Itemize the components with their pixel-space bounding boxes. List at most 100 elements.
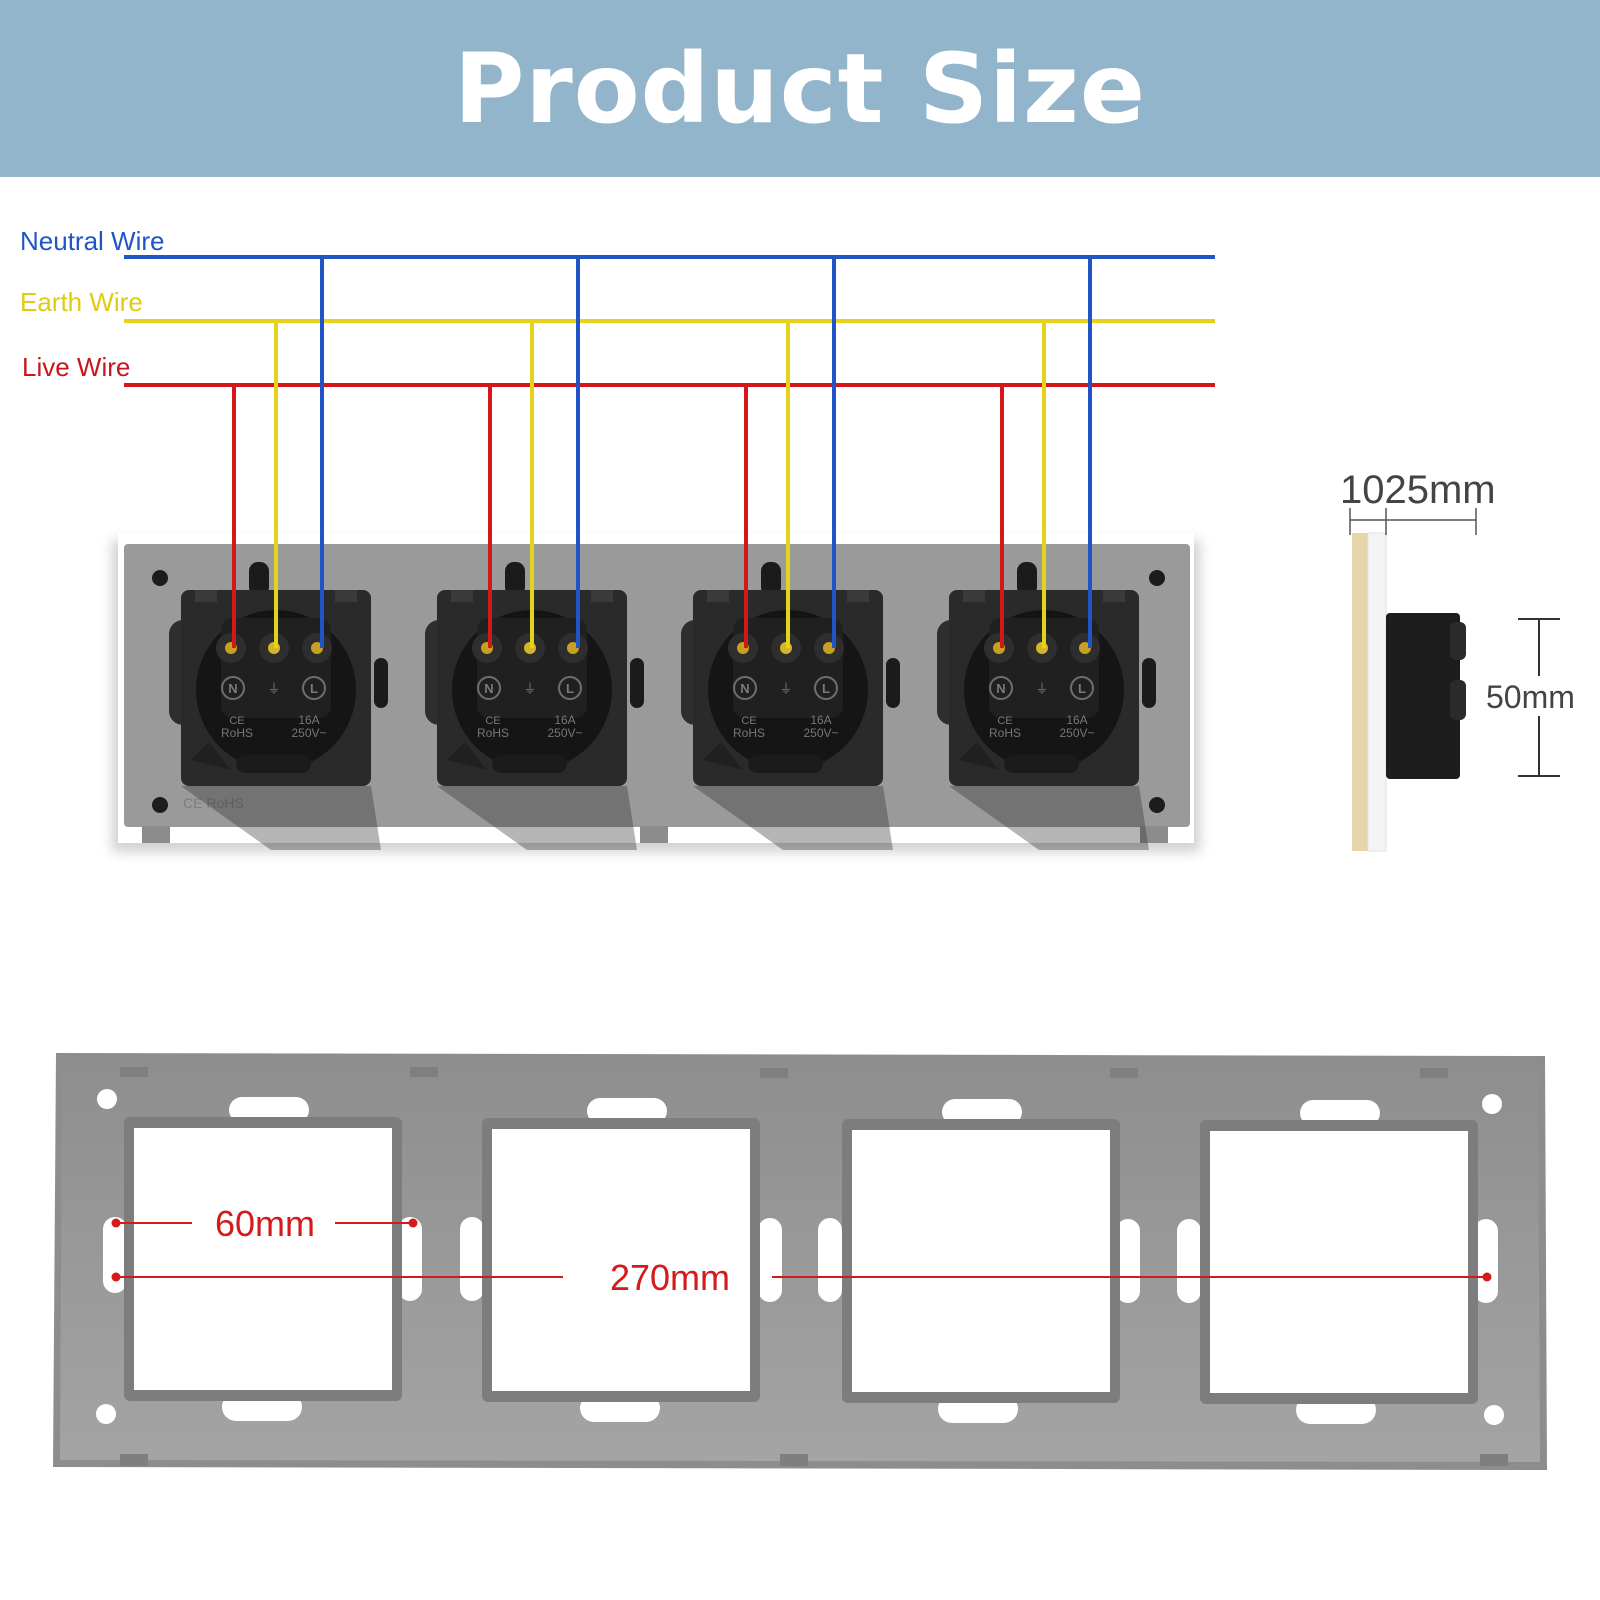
dimension-endpoint: [111, 1272, 121, 1282]
frame-notch: [1110, 1068, 1138, 1078]
earth-terminal-mark: ⏚: [1035, 681, 1048, 696]
frame-aperture-4: [1200, 1120, 1478, 1404]
socket-shadow: [191, 742, 231, 770]
socket-shadow: [693, 786, 893, 850]
frame-notch: [780, 1454, 808, 1466]
rohs-mark: RoHS: [733, 726, 765, 740]
frame-screw-hole: [96, 1404, 116, 1424]
live-terminal-mark: L: [822, 681, 830, 696]
live-terminal-mark: L: [566, 681, 574, 696]
dimension-endpoint: [1482, 1272, 1492, 1282]
frame-notch: [1480, 1454, 1508, 1466]
terminal-mark-ring: [989, 676, 1013, 700]
frame-slot: [942, 1099, 1022, 1125]
screw-hole: [1149, 797, 1165, 813]
rating-voltage: 250V~: [547, 726, 582, 740]
title-banner: Product Size: [0, 0, 1600, 177]
socket-clip: [847, 590, 869, 602]
live-terminal-mark: L: [310, 681, 318, 696]
side-view-terminal: [1450, 680, 1466, 720]
panel-tab: [142, 826, 170, 843]
panel-tab: [1140, 826, 1168, 843]
side-view-backplate: [1367, 532, 1387, 852]
frame-slot: [1177, 1219, 1201, 1303]
slot-cutout: [249, 562, 269, 596]
earth-terminal-mark: ⏚: [267, 681, 280, 696]
frame-slot: [1116, 1219, 1140, 1303]
terminal-mark-ring: [1070, 676, 1094, 700]
socket-clip: [591, 590, 613, 602]
dimension-endpoint: [408, 1218, 418, 1228]
frame-slot: [758, 1218, 782, 1302]
earth-terminal-mark: ⏚: [779, 681, 792, 696]
slot-cutout: [761, 562, 781, 596]
earth-wire-label: Earth Wire: [20, 287, 143, 317]
rohs-mark: RoHS: [477, 726, 509, 740]
height-dimension-label: 50mm: [1486, 679, 1575, 715]
slot-cutout: [886, 658, 900, 708]
socket-shadow: [959, 742, 999, 770]
frame-notch: [1420, 1068, 1448, 1078]
socket-module-1: N ⏚ L CE RoHS 16A 250V~: [169, 562, 388, 850]
socket-clip: [707, 590, 729, 602]
rating-current: 16A: [1066, 713, 1087, 727]
slot-cutout: [748, 755, 823, 773]
side-view-terminal: [1450, 622, 1466, 660]
frame-notch: [410, 1067, 438, 1077]
socket-shadow: [181, 786, 381, 850]
live-wire-label: Live Wire: [22, 352, 130, 382]
socket-shadow: [437, 786, 637, 850]
socket-clip: [963, 590, 985, 602]
wiring-diagram: [124, 255, 1215, 648]
frame-notch: [120, 1067, 148, 1077]
terminal-mark-ring: [221, 676, 245, 700]
slot-cutout: [236, 755, 311, 773]
frame-notch: [760, 1068, 788, 1078]
neutral-wire-label: Neutral Wire: [20, 226, 164, 256]
earth-terminal-mark: ⏚: [523, 681, 536, 696]
side-view: 1025mm 50mm: [1340, 468, 1593, 852]
socket-clip: [451, 590, 473, 602]
neutral-terminal-mark: N: [996, 681, 1005, 696]
slot-cutout: [1017, 562, 1037, 596]
neutral-terminal-mark: N: [228, 681, 237, 696]
rating-current: 16A: [298, 713, 319, 727]
socket-shadow: [949, 786, 1149, 850]
mounting-frame: 60mm 270mm: [53, 1053, 1547, 1470]
frame-slot: [1300, 1100, 1380, 1126]
frame-slot: [229, 1097, 309, 1123]
frame-slot: [1474, 1219, 1498, 1303]
rating-current: 16A: [554, 713, 575, 727]
frame-slot: [460, 1217, 484, 1301]
frame-marking: CE RoHS: [183, 795, 244, 811]
socket-module-3: N ⏚ L CE RoHS 16A 250V~: [681, 562, 900, 850]
socket-shadow: [703, 742, 743, 770]
dimension-endpoint: [111, 1218, 121, 1228]
panel-frame: [124, 544, 1190, 827]
frame-screw-hole: [1484, 1405, 1504, 1425]
live-terminal-mark: L: [1078, 681, 1086, 696]
frame-aperture-1: [124, 1117, 402, 1401]
ce-mark: CE: [229, 715, 244, 727]
slot-cutout: [505, 562, 525, 596]
slot-cutout: [1142, 658, 1156, 708]
side-view-faceplate: [1352, 533, 1368, 851]
rating-voltage: 250V~: [291, 726, 326, 740]
side-view-socket-body: [1386, 613, 1460, 779]
frame-notch: [120, 1454, 148, 1466]
frame-aperture-2: [482, 1118, 760, 1402]
spacing-dimension-label: 270mm: [610, 1257, 730, 1298]
frame-screw-hole: [1482, 1094, 1502, 1114]
frame-slot: [103, 1217, 127, 1293]
height-label-background: [1483, 676, 1593, 716]
rating-voltage: 250V~: [1059, 726, 1094, 740]
terminal-mark-ring: [302, 676, 326, 700]
page-title: Product Size: [454, 32, 1146, 145]
neutral-terminal-mark: N: [484, 681, 493, 696]
terminal-mark-ring: [733, 676, 757, 700]
frame-slot: [398, 1217, 422, 1301]
ce-mark: CE: [741, 715, 756, 727]
ce-mark: CE: [485, 715, 500, 727]
